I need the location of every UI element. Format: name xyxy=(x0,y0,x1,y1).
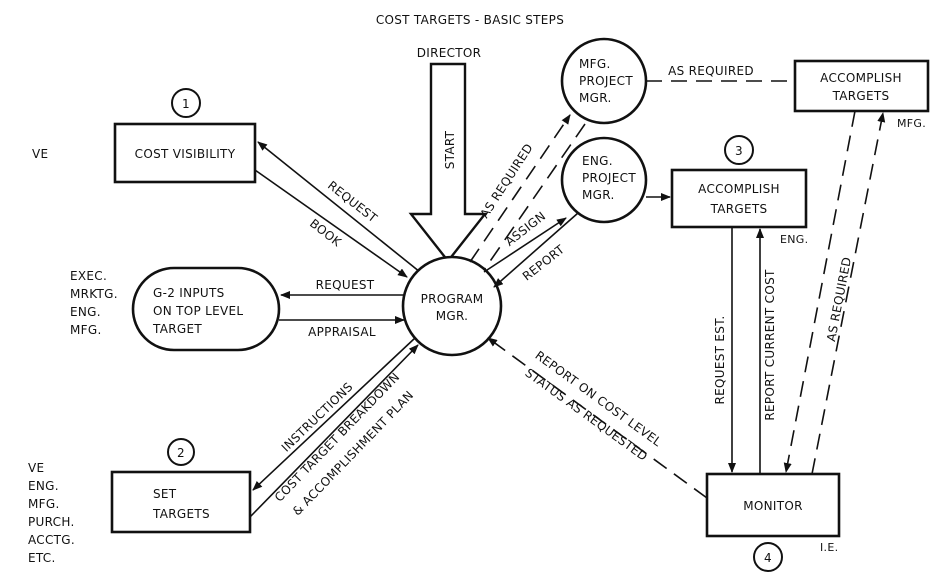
edge-label-report: REPORT xyxy=(520,242,568,284)
edge-report xyxy=(493,212,579,288)
node-eng-project-mgr: ENG. PROJECT MGR. xyxy=(560,136,648,224)
edge-label-breakdown-2: & ACCOMPLISHMENT PLAN xyxy=(290,388,416,518)
accomplish-eng-line-2: TARGETS xyxy=(710,202,768,216)
dept-mfg-2: MFG. xyxy=(28,497,60,511)
dept-ve-2: VE xyxy=(28,461,44,475)
edge-as-required-up xyxy=(811,112,886,475)
mfg-pm-line-2: PROJECT xyxy=(579,74,633,88)
edge-instructions xyxy=(252,337,416,491)
edge-label-report-current-cost: REPORT CURRENT COST xyxy=(763,269,777,421)
dept-purch: PURCH. xyxy=(28,515,75,529)
edge-assign xyxy=(483,217,567,273)
edge-label-appraisal: APPRAISAL xyxy=(308,325,376,339)
step-4-number: 4 xyxy=(764,551,772,565)
dept-eng-accomplish: ENG. xyxy=(780,233,808,246)
set-targets-line-2: TARGETS xyxy=(152,507,210,521)
dept-exec: EXEC. xyxy=(70,269,107,283)
edge-label-instructions: INSTRUCTIONS xyxy=(279,380,356,455)
edge-as-required-from-mfg xyxy=(483,123,586,271)
eng-pm-line-2: PROJECT xyxy=(582,171,636,185)
edge-label-book: BOOK xyxy=(307,216,345,250)
director-label: DIRECTOR xyxy=(417,46,482,60)
dept-ve: VE xyxy=(32,147,48,161)
eng-pm-line-3: MGR. xyxy=(582,188,615,202)
start-label: START xyxy=(443,130,457,169)
g2-line-2: ON TOP LEVEL xyxy=(153,304,243,318)
g2-line-3: TARGET xyxy=(152,322,202,336)
accomplish-eng-line-1: ACCOMPLISH xyxy=(698,182,780,196)
dept-mfg-accomplish: MFG. xyxy=(897,117,926,130)
step-3-number: 3 xyxy=(735,144,743,158)
node-set-targets: SET TARGETS xyxy=(110,470,252,534)
node-accomplish-targets-mfg: ACCOMPLISH TARGETS xyxy=(793,59,930,113)
g2-line-1: G-2 INPUTS xyxy=(153,286,225,300)
mfg-pm-line-3: MGR. xyxy=(579,91,612,105)
edge-book xyxy=(254,169,408,278)
dept-mfg: MFG. xyxy=(70,323,102,337)
dept-etc: ETC. xyxy=(28,551,56,565)
dept-eng: ENG. xyxy=(70,305,101,319)
start-arrow xyxy=(408,62,488,263)
edge-label-request-est: REQUEST EST. xyxy=(713,315,727,404)
edge-label-assign: ASSIGN xyxy=(503,209,549,249)
step-3-badge xyxy=(724,135,754,165)
edge-as-required-to-mfg xyxy=(469,114,571,263)
program-mgr-line-1: PROGRAM xyxy=(421,292,484,306)
accomplish-mfg-line-2: TARGETS xyxy=(832,89,890,103)
dept-mrktg: MRKTG. xyxy=(70,287,118,301)
accomplish-mfg-line-1: ACCOMPLISH xyxy=(820,71,902,85)
edge-as-required-down xyxy=(783,110,856,473)
step-2-badge xyxy=(167,438,195,466)
node-mfg-project-mgr: MFG. PROJECT MGR. xyxy=(560,37,648,125)
node-cost-visibility: COST VISIBILITY xyxy=(113,122,257,184)
node-accomplish-targets-eng: ACCOMPLISH TARGETS xyxy=(670,168,808,229)
edge-label-report-cost-1: REPORT ON COST LEVEL xyxy=(532,348,664,449)
monitor-label: MONITOR xyxy=(743,499,803,513)
edge-report-cost-level xyxy=(487,337,708,499)
node-program-mgr: PROGRAM MGR. xyxy=(401,255,503,357)
node-g2-inputs: G-2 INPUTS ON TOP LEVEL TARGET xyxy=(131,266,281,352)
diagram-title: COST TARGETS - BASIC STEPS xyxy=(376,13,564,27)
dept-eng-2: ENG. xyxy=(28,479,59,493)
eng-pm-line-1: ENG. xyxy=(582,154,613,168)
mfg-pm-line-1: MFG. xyxy=(579,57,611,71)
node-monitor: MONITOR xyxy=(705,472,841,538)
step-4-badge xyxy=(753,542,783,572)
edge-label-as-required-right: AS REQUIRED xyxy=(824,256,854,343)
set-targets-line-1: SET xyxy=(153,487,177,501)
dept-acctg: ACCTG. xyxy=(28,533,75,547)
edge-breakdown xyxy=(249,344,419,518)
step-1-number: 1 xyxy=(182,97,190,111)
edge-label-as-required-top: AS REQUIRED xyxy=(668,64,754,78)
step-2-number: 2 xyxy=(177,446,185,460)
edge-request-cv xyxy=(257,141,421,273)
dept-ie: I.E. xyxy=(820,541,838,554)
cost-visibility-label: COST VISIBILITY xyxy=(135,147,236,161)
edge-label-request-g2: REQUEST xyxy=(316,278,375,292)
step-1-badge xyxy=(171,88,201,118)
program-mgr-line-2: MGR. xyxy=(436,309,469,323)
